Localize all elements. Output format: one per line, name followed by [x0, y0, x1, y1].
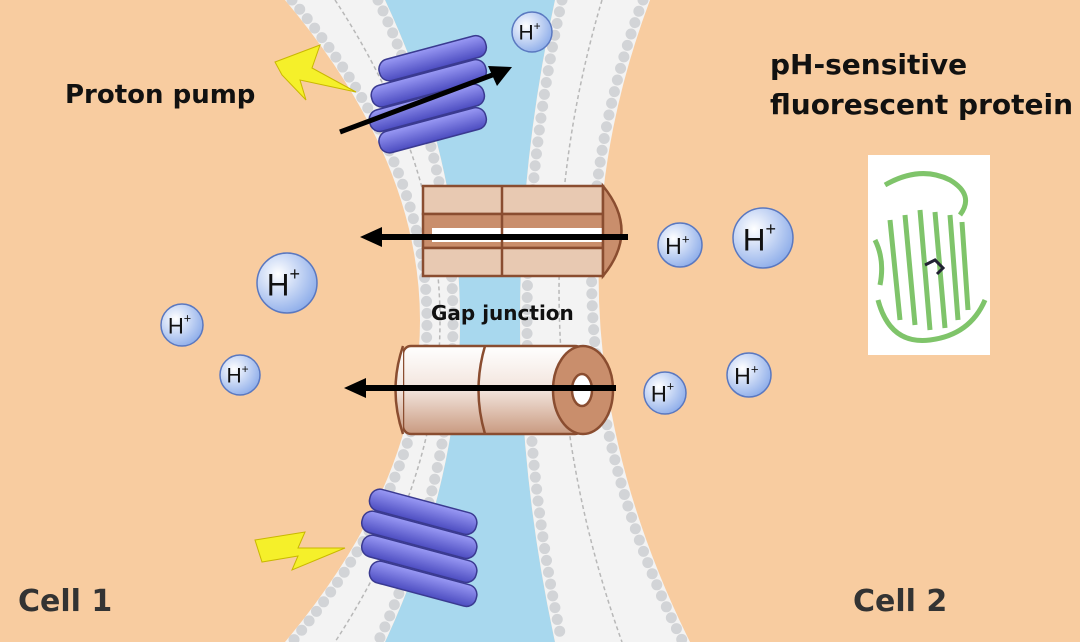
- ph-sensitive-label-line1: pH-sensitive: [770, 48, 968, 81]
- proton-ion: H+: [732, 207, 794, 269]
- gap-junction-open: [421, 182, 623, 280]
- ion-circle: [643, 371, 687, 415]
- ion-circle: [160, 303, 204, 347]
- proton-ion: H+: [657, 222, 703, 268]
- ph-sensitive-label-line2: fluorescent protein: [770, 88, 1074, 121]
- ion-circle: [726, 352, 772, 398]
- proton-pump-arrow: [339, 66, 512, 135]
- proton-pump-bottom: [360, 488, 478, 608]
- lightning-icon: [254, 531, 346, 571]
- proton-ion: H+: [643, 371, 687, 415]
- ion-circle: [256, 252, 318, 314]
- proton-flow-arrow-top: [360, 227, 628, 247]
- lightning-icon: [274, 44, 357, 101]
- extracellular-space: [385, 0, 555, 642]
- ion-circle: [657, 222, 703, 268]
- cell2-label: Cell 2: [853, 584, 948, 619]
- proton-ion: H+: [511, 11, 553, 53]
- proton-pump-top: [368, 34, 488, 154]
- proton-pump-label: Proton pump: [65, 80, 256, 110]
- proton-ion: H+: [256, 252, 318, 314]
- ion-circle: [219, 354, 261, 396]
- ion-circle: [732, 207, 794, 269]
- proton-ion: H+: [160, 303, 204, 347]
- gap-junction-label: Gap junction: [431, 301, 574, 325]
- proton-ion: H+: [219, 354, 261, 396]
- cell2-membrane: [520, 0, 690, 642]
- ion-circle: [511, 11, 553, 53]
- fluorescent-protein-image: [868, 155, 990, 355]
- cell1-label: Cell 1: [18, 584, 113, 619]
- proton-flow-arrow-bottom: [344, 378, 616, 398]
- proton-ion: H+: [726, 352, 772, 398]
